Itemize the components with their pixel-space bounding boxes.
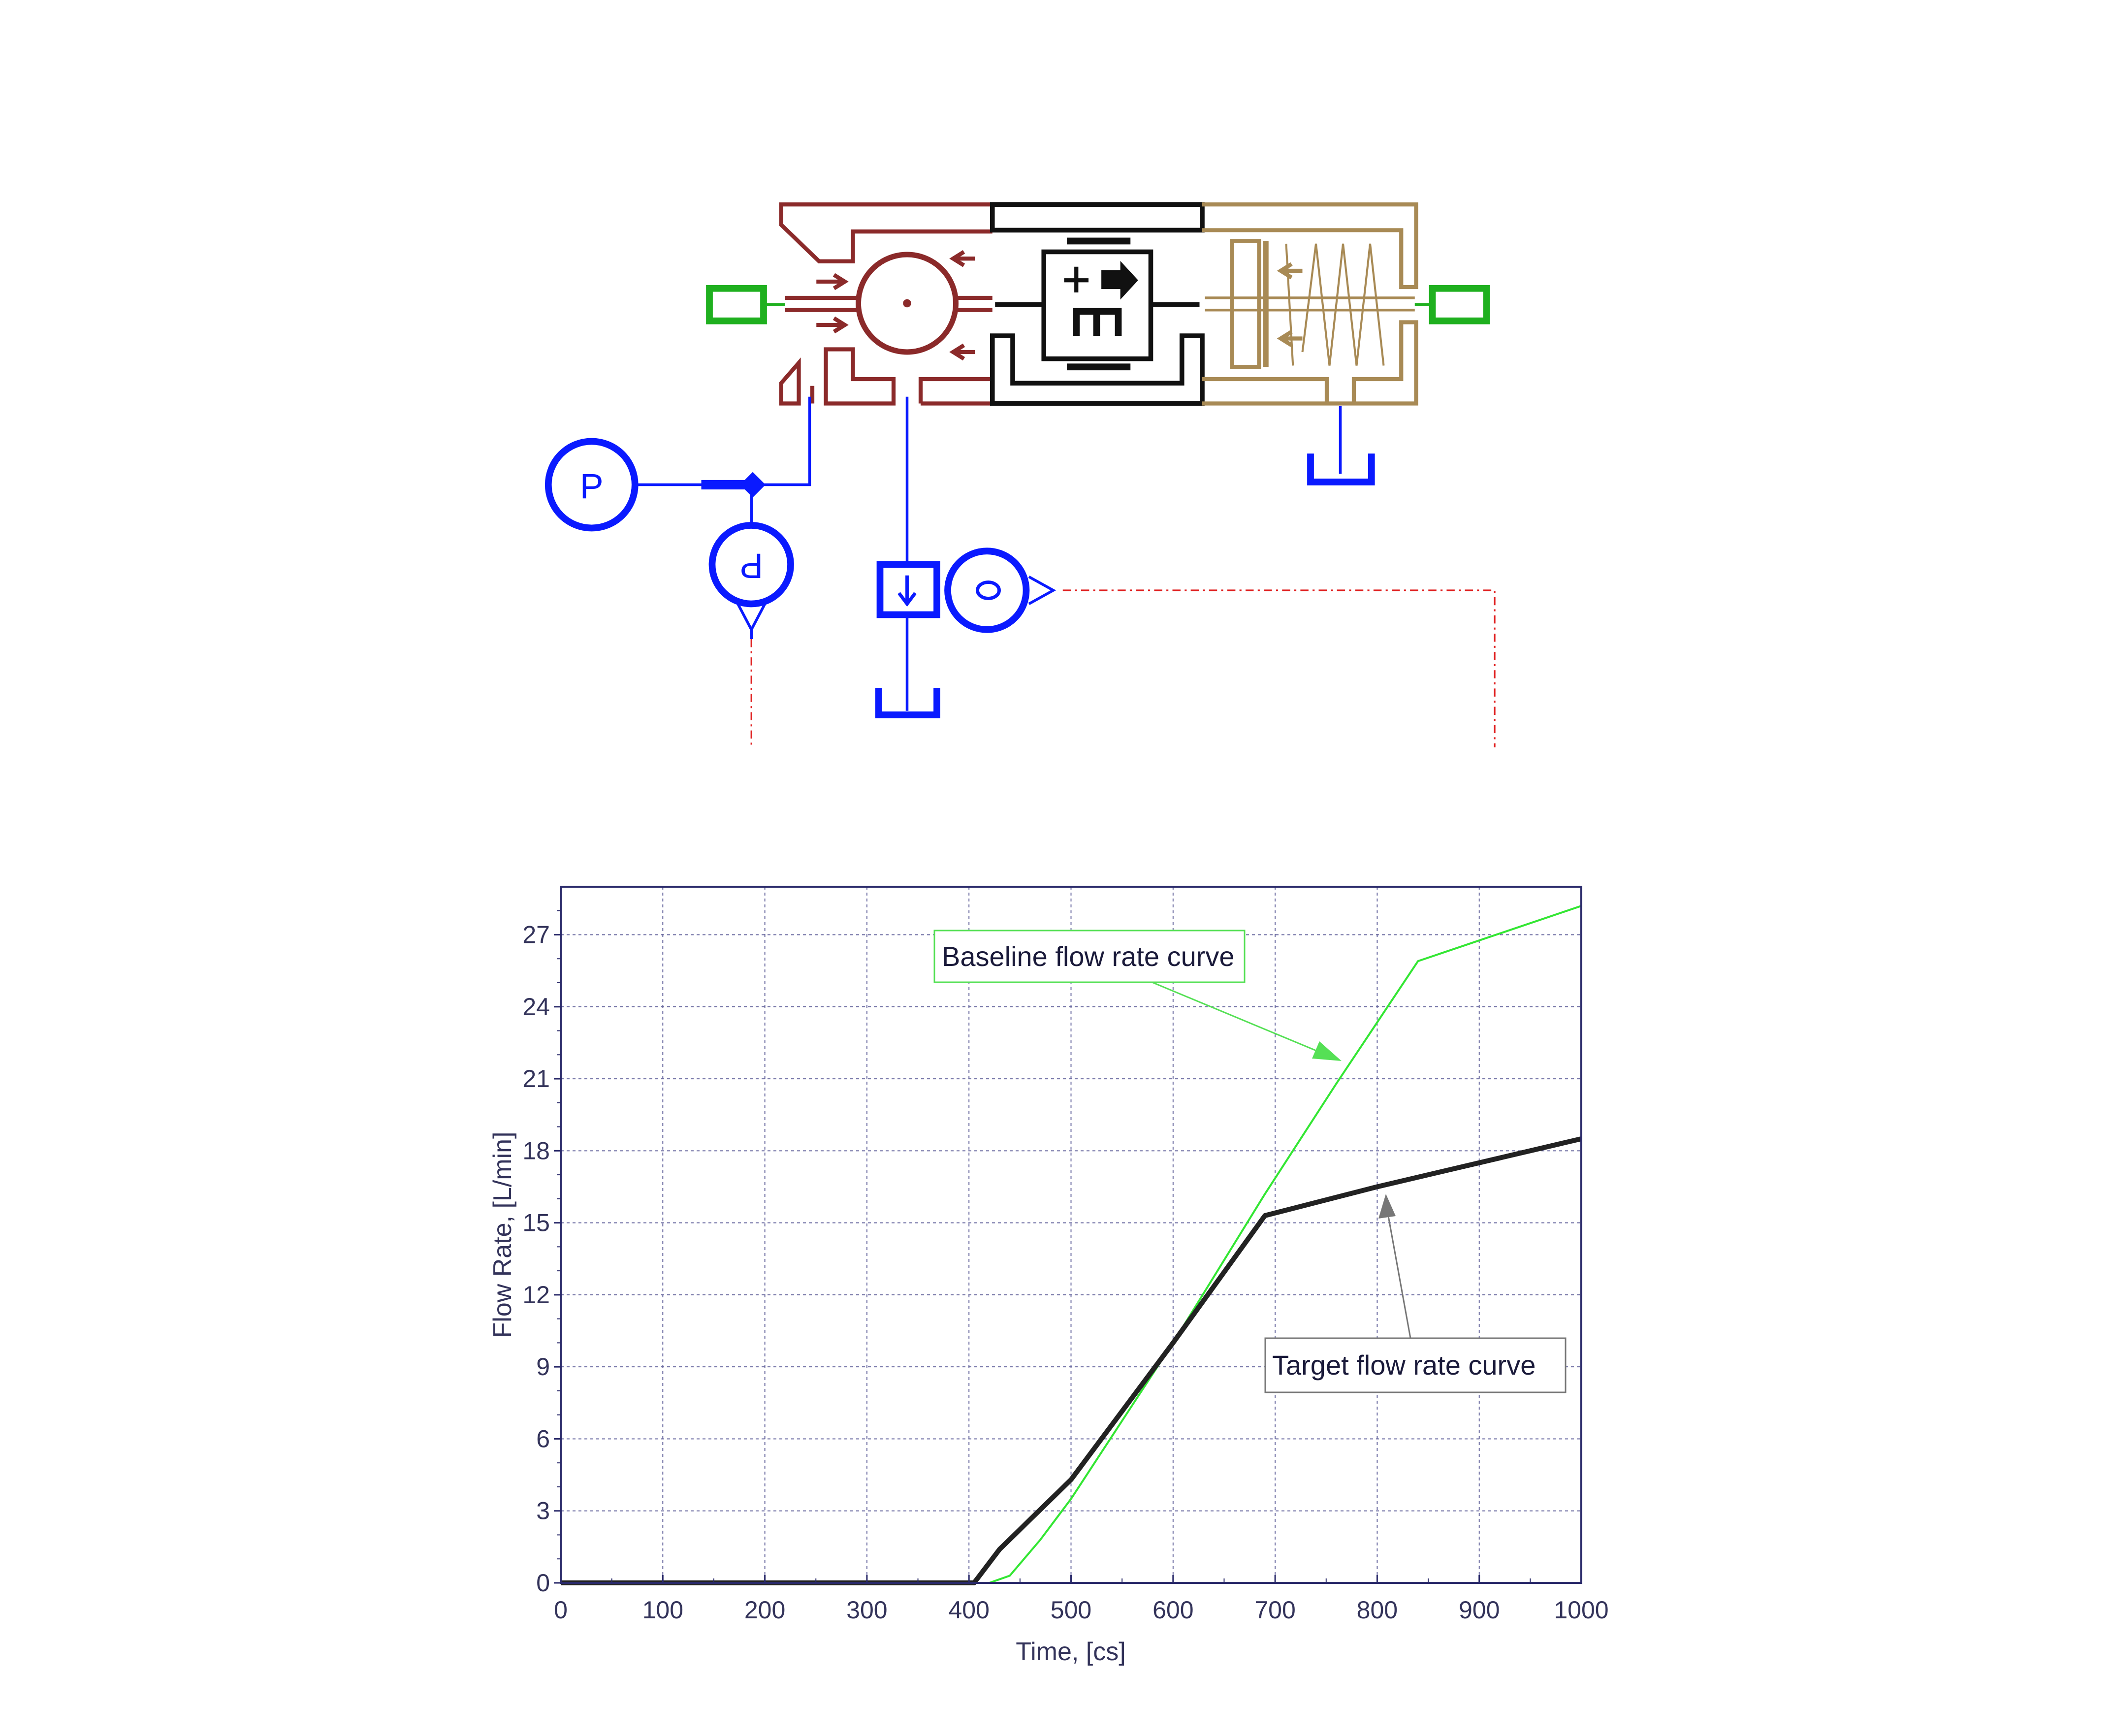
x-tick-label: 200 [744, 1596, 785, 1624]
y-tick-label: 15 [522, 1209, 550, 1237]
flow-element [876, 561, 940, 618]
y-tick-label: 21 [522, 1065, 550, 1093]
y-tick-label: 6 [536, 1425, 550, 1452]
tank-right [1307, 453, 1375, 485]
x-tick-label: 100 [642, 1596, 683, 1624]
x-tick-label: 800 [1357, 1596, 1398, 1624]
grid [561, 887, 1581, 1583]
flow-sensor [944, 547, 1030, 633]
svg-text:P: P [739, 546, 763, 585]
y-tick-label: 3 [536, 1497, 550, 1525]
baseline-annotation-text: Baseline flow rate curve [942, 941, 1235, 972]
port-right [1429, 285, 1490, 324]
svg-text:P: P [580, 467, 604, 506]
y-axis-label: Flow Rate, [L/min] [488, 1131, 517, 1338]
pump-section [779, 202, 992, 406]
y-tick-label: 27 [522, 921, 550, 949]
x-tick-label: 400 [948, 1596, 989, 1624]
sensor-letters: P P [580, 467, 763, 585]
x-tick-label: 600 [1153, 1596, 1193, 1624]
x-tick-label: 500 [1051, 1596, 1091, 1624]
y-tick-label: 24 [522, 993, 550, 1021]
flow-rate-chart: 0 100 200 300 400 500 600 700 800 900 1000 0 3 6 9 12 15… [488, 886, 1609, 1666]
target-annotation-box [1264, 1337, 1567, 1393]
y-tick-label: 18 [522, 1137, 550, 1164]
x-tick-label: 0 [554, 1596, 568, 1624]
hydraulic-lines [544, 396, 1375, 718]
signal-lines [750, 589, 1496, 747]
baseline-annotation-box [933, 930, 1246, 983]
valve-section [1202, 202, 1418, 406]
x-tick-label: 1000 [1554, 1596, 1608, 1624]
x-axis-label: Time, [cs] [1016, 1638, 1125, 1666]
baseline-flow-curve [561, 905, 1582, 1584]
y-tick-label: 9 [536, 1353, 550, 1381]
ticks: 0 100 200 300 400 500 600 700 800 900 1000 0 3 6 9 12 15… [522, 910, 1609, 1624]
target-flow-curve [561, 1136, 1582, 1585]
x-tick-label: 700 [1254, 1596, 1295, 1624]
annotations: Baseline flow rate curve Target flow rat… [933, 930, 1567, 1393]
y-tick-label: 12 [522, 1281, 550, 1309]
x-tick-label: 300 [846, 1596, 887, 1624]
hydraulic-schematic: P P [544, 202, 1496, 747]
x-tick-label: 900 [1459, 1596, 1500, 1624]
differential-sensor [708, 522, 794, 608]
y-tick-label: 0 [536, 1569, 550, 1597]
tank-left [875, 688, 940, 718]
pressure-sensor [544, 438, 639, 532]
motor-section [990, 202, 1205, 406]
series-layer [561, 905, 1582, 1585]
target-annotation-text: Target flow rate curve [1272, 1350, 1536, 1381]
port-left [706, 285, 767, 324]
